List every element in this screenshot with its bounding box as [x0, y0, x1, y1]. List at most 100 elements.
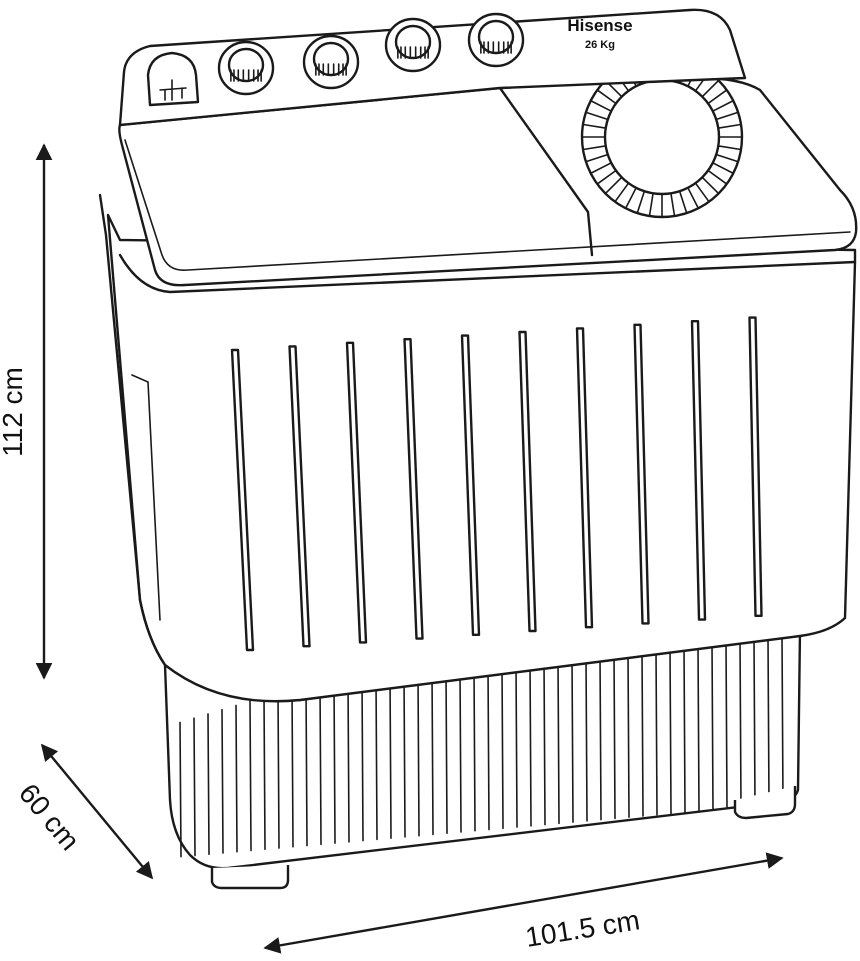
spin-ring-tick — [718, 145, 741, 151]
base-rib — [417, 672, 420, 837]
base-rib — [221, 708, 224, 854]
vent-slot — [288, 345, 311, 648]
spin-ring-tick — [708, 170, 727, 185]
base-rib — [585, 655, 588, 822]
spin-ring-tick — [708, 89, 727, 104]
base-rib — [473, 667, 476, 832]
base-rib — [431, 671, 434, 836]
base-rib — [627, 651, 630, 818]
brand-capacity: 26 Kg — [585, 39, 615, 51]
base-rib — [683, 645, 686, 814]
base-rib — [193, 717, 196, 857]
spin-ring-tick — [597, 89, 616, 104]
vent-slot — [230, 348, 255, 652]
base-rib — [389, 675, 392, 839]
base-rib — [263, 696, 266, 851]
spin-ring-tick — [702, 80, 719, 97]
control-knob — [384, 17, 442, 73]
base-rib — [767, 636, 770, 806]
spin-ring-tick — [716, 154, 738, 163]
depth-dimension-arrow — [40, 743, 154, 880]
spin-ring-tick — [636, 191, 645, 213]
spin-ring-tick — [712, 162, 734, 174]
base-rib — [207, 713, 210, 856]
vent-slot — [345, 341, 368, 644]
cabinet-side-recess — [131, 374, 161, 621]
base-rib — [347, 680, 350, 843]
spin-ring-tick — [586, 154, 608, 163]
control-knobs — [217, 12, 525, 96]
base-rib — [179, 721, 182, 858]
spin-ring-tick — [695, 183, 710, 202]
base-rib — [697, 643, 700, 812]
base-ribs — [179, 635, 784, 858]
control-panel — [118, 8, 747, 127]
spin-ring-tick — [712, 100, 734, 112]
spin-ring-tick — [702, 177, 719, 194]
base-rib — [319, 683, 322, 846]
cabinet-top-band — [118, 253, 857, 294]
spin-ring-tick — [590, 100, 612, 112]
cabinet-side — [98, 193, 167, 667]
control-knob — [302, 34, 360, 90]
spin-ring-tick — [718, 123, 741, 129]
base-rib — [781, 635, 784, 805]
lid-divider — [498, 86, 594, 257]
base-rib — [543, 659, 546, 826]
base-rib — [613, 652, 616, 820]
base-rib — [655, 648, 658, 816]
machine-foot-left — [210, 865, 290, 890]
base-rib — [501, 664, 504, 830]
base-rib — [599, 653, 602, 821]
vent-slots — [230, 316, 763, 652]
base-rib — [249, 700, 252, 852]
base-rib — [753, 637, 756, 807]
brand-name: Hisense — [567, 16, 632, 35]
spin-ring-tick — [590, 162, 612, 174]
base-rib — [291, 687, 294, 848]
spin-ring-tick — [586, 111, 608, 120]
base-rib — [403, 674, 406, 838]
lid-front-edge — [124, 139, 851, 272]
vent-slot — [748, 316, 763, 617]
spin-ring-tick — [583, 145, 606, 151]
spin-ring-tick — [716, 111, 738, 120]
vent-slot — [575, 327, 594, 629]
base-rib — [333, 681, 336, 844]
base-rib — [445, 669, 448, 835]
base-rib — [235, 704, 238, 853]
base-rib — [529, 661, 532, 827]
spin-ring-tick — [605, 177, 622, 194]
base-rib — [305, 684, 308, 847]
spin-ring-tick — [583, 123, 606, 129]
spin-ring-tick — [687, 187, 699, 209]
height-dimension-label: 112 cm — [0, 367, 28, 457]
spin-ring-tick — [679, 191, 688, 213]
vent-slot — [633, 323, 650, 625]
depth-dimension-label: 60 cm — [13, 778, 86, 856]
cabinet-front — [106, 213, 857, 703]
spin-ring-tick — [614, 183, 629, 202]
spin-ring-tick — [597, 170, 616, 185]
spin-ring-tick — [670, 193, 676, 216]
base-rib — [725, 640, 728, 810]
spin-ring-tick — [648, 193, 654, 216]
spin-ring-tick — [625, 187, 637, 209]
base-rib — [277, 691, 280, 849]
base-rib — [641, 649, 644, 817]
vent-slot — [403, 338, 424, 640]
vent-slot — [690, 320, 707, 621]
machine-foot-right — [733, 786, 797, 820]
base-rib — [487, 665, 490, 831]
control-knob — [217, 40, 275, 96]
base-rib — [557, 658, 560, 825]
width-dimension-label: 101.5 cm — [523, 904, 642, 953]
base-rib — [515, 662, 518, 828]
dispenser-slot — [146, 51, 200, 107]
base-rib — [361, 678, 364, 842]
base-rib — [669, 646, 672, 815]
control-knob — [467, 12, 525, 68]
base-rib — [739, 639, 742, 809]
vent-slot — [460, 334, 481, 636]
